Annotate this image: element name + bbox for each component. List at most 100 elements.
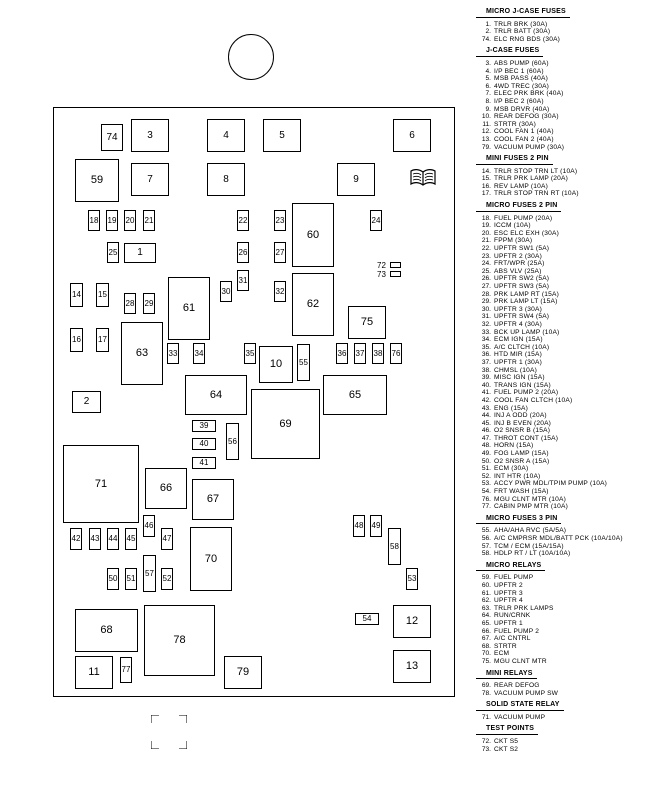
legend-item-number: 18. — [481, 214, 491, 222]
fuse-42: 42 — [70, 528, 82, 550]
legend-item: 13.COOL FAN 2 (40A) — [476, 136, 666, 144]
legend-item-label: A/C CNTRL — [494, 635, 531, 643]
legend-item-number: 72. — [481, 738, 491, 746]
legend-item-number: 52. — [481, 472, 491, 480]
fuse-54: 54 — [355, 613, 379, 625]
legend-item-label: FUEL PUMP — [494, 574, 534, 582]
legend-item-number: 25. — [481, 267, 491, 275]
legend-item-number: 73. — [481, 745, 491, 753]
fuse-45: 45 — [125, 528, 137, 550]
legend-item-number: 56. — [481, 535, 491, 542]
legend-item-label: ABS VLV (25A) — [494, 267, 542, 275]
legend-item: 38.CHMSL (10A) — [476, 367, 666, 375]
legend-item: 16.REV LAMP (10A) — [476, 183, 666, 191]
legend-item-number: 44. — [481, 412, 491, 420]
legend-item: 30.UPFTR 3 (30A) — [476, 306, 666, 314]
fuse-38: 38 — [372, 343, 384, 364]
legend-item-number: 27. — [481, 283, 491, 290]
fuse-16: 16 — [70, 328, 83, 352]
legend-item-number: 59. — [481, 574, 491, 582]
relay-61: 61 — [168, 277, 210, 340]
legend-item: 72.CKT S5 — [476, 738, 666, 746]
relay-66: 66 — [145, 468, 187, 509]
legend-item-label: REAR DEFOG (30A) — [494, 113, 559, 121]
legend-item-number: 57. — [481, 542, 491, 550]
fuse-26: 26 — [237, 242, 249, 263]
legend-section-title: SOLID STATE RELAY — [476, 701, 564, 711]
legend-item: 50.O2 SNSR A (15A) — [476, 458, 666, 466]
legend-item: 7.ELEC PRK BRK (40A) — [476, 90, 666, 98]
fuse-8: 8 — [207, 163, 245, 196]
legend-item: 53.ACCY PWR MDL/TPIM PUMP (10A) — [476, 480, 666, 488]
legend-item: 62.UPFTR 4 — [476, 597, 666, 605]
fuse-10: 10 — [259, 346, 293, 383]
fuse-11: 11 — [75, 656, 113, 689]
relay-59: 59 — [75, 159, 119, 202]
legend-item-label: REV LAMP (10A) — [494, 182, 548, 190]
legend-item-label: HORN (15A) — [494, 442, 534, 450]
legend-item-number: 5. — [485, 75, 492, 83]
fuse-30: 30 — [220, 281, 232, 302]
legend-item-number: 35. — [481, 343, 491, 351]
fuse-77: 77 — [120, 657, 132, 683]
legend-item: 49.FOG LAMP (15A) — [476, 450, 666, 458]
legend-item-number: 47. — [481, 434, 491, 442]
legend-section-title: TEST POINTS — [476, 725, 539, 736]
fuse-58: 58 — [388, 528, 401, 565]
legend-item-number: 24. — [481, 260, 491, 268]
legend-item-number: 3. — [485, 59, 492, 67]
legend-item: 27.UPFTR SW3 (5A) — [476, 283, 666, 291]
legend-item-label: CKT S5 — [494, 738, 519, 746]
legend-item-number: 38. — [481, 366, 491, 374]
legend-item: 18.FUEL PUMP (20A) — [476, 215, 666, 223]
legend-item-number: 61. — [481, 589, 491, 597]
fuse-22: 22 — [237, 210, 249, 231]
fuse-2: 2 — [72, 391, 101, 413]
legend-item: 22.UPFTR SW1 (5A) — [476, 245, 666, 253]
legend-item: 12.COOL FAN 1 (40A) — [476, 128, 666, 136]
relay-78: 78 — [144, 605, 215, 676]
legend-item-label: FRT/WPR (25A) — [494, 260, 545, 268]
legend-item-number: 45. — [481, 419, 491, 427]
legend-item: 19.ICCM (10A) — [476, 222, 666, 230]
fuse-47: 47 — [161, 528, 173, 550]
legend-item-label: ENG (15A) — [494, 404, 529, 412]
legend-item-number: 28. — [481, 290, 491, 298]
legend-item: 69.REAR DEFOG — [476, 682, 666, 690]
legend-item-number: 26. — [481, 275, 491, 283]
legend-item-label: FRT WASH (15A) — [494, 488, 549, 496]
legend-item: 68.STRTR — [476, 643, 666, 651]
relay-67: 67 — [192, 479, 234, 520]
relay-63: 63 — [121, 322, 163, 385]
legend-item-label: FUEL PUMP 2 — [494, 627, 540, 635]
solid-state-relay-71: 71 — [63, 445, 139, 523]
legend-item-number: 77. — [481, 503, 491, 511]
fuse-31: 31 — [237, 270, 249, 291]
legend-item: 10.REAR DEFOG (30A) — [476, 113, 666, 121]
fuse-37: 37 — [354, 343, 366, 364]
legend-item: 8.I/P BEC 2 (60A) — [476, 98, 666, 106]
fuse-50: 50 — [107, 568, 119, 590]
fuse-49: 49 — [370, 515, 382, 537]
legend-item-label: ACCY PWR MDL/TPIM PUMP (10A) — [494, 480, 608, 488]
legend-item-number: 50. — [481, 457, 491, 465]
legend-item: 40.TRANS IGN (15A) — [476, 382, 666, 390]
legend-item-number: 14. — [481, 167, 491, 175]
legend-item-label: TRLR PRK LAMP (20A) — [494, 175, 569, 183]
legend-item-number: 53. — [481, 480, 491, 488]
legend-item-label: UPFTR SW2 (5A) — [494, 275, 550, 283]
legend-item-label: UPFTR 3 (30A) — [494, 305, 543, 313]
legend-item-number: 31. — [481, 313, 491, 321]
legend-item-number: 30. — [481, 305, 491, 313]
legend-section-title: MICRO RELAYS — [476, 562, 546, 572]
legend-item: 61.UPFTR 3 — [476, 590, 666, 598]
legend-item: 25.ABS VLV (25A) — [476, 268, 666, 276]
legend-section-title: MICRO J-CASE FUSES — [476, 8, 570, 18]
legend-item: 60.UPFTR 2 — [476, 582, 666, 590]
relay-62: 62 — [292, 273, 334, 336]
legend-item-label: ELC RNG BDS (30A) — [494, 35, 561, 43]
